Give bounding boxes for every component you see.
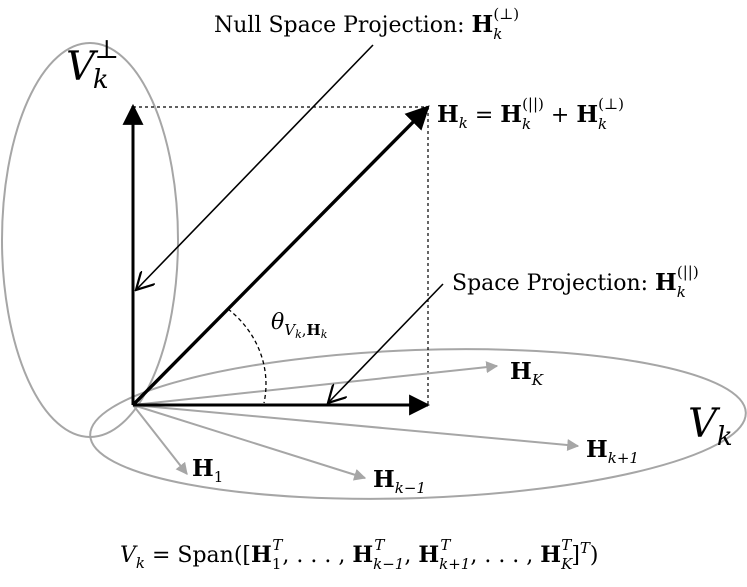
subspace-vk-label: Vk xyxy=(688,401,733,452)
HK-label: HK xyxy=(510,358,544,389)
subspace-vk-ellipse xyxy=(89,348,747,500)
null-projection-pointer xyxy=(136,44,374,290)
null-projection-label: Null Space Projection: Hk(⊥) xyxy=(214,5,519,43)
Hkm1-label: Hk−1 xyxy=(373,466,426,497)
theta-label: θVk,Hk xyxy=(271,310,328,341)
space-projection-label: Space Projection: Hk(||) xyxy=(452,263,699,301)
hk-decomposition-label: Hk = Hk(||) + Hk(⊥) xyxy=(437,95,624,133)
null-subspace-label: Vk⊥ xyxy=(66,35,119,95)
hk-vector xyxy=(131,105,430,407)
space-projection-pointer xyxy=(328,283,444,403)
vector-Hk1 xyxy=(132,404,580,451)
H1-label: H1 xyxy=(192,455,223,486)
Hk1-label: Hk+1 xyxy=(586,436,639,467)
vector-HK xyxy=(132,361,499,406)
angle-arc xyxy=(227,308,267,404)
vector-H1 xyxy=(132,404,188,475)
vector-Hkm1 xyxy=(132,404,367,481)
null-subspace-ellipse xyxy=(1,42,179,438)
span-equation: Vk = Span([H1T, . . . , Hk−1T, Hk+1T, . … xyxy=(120,536,599,573)
